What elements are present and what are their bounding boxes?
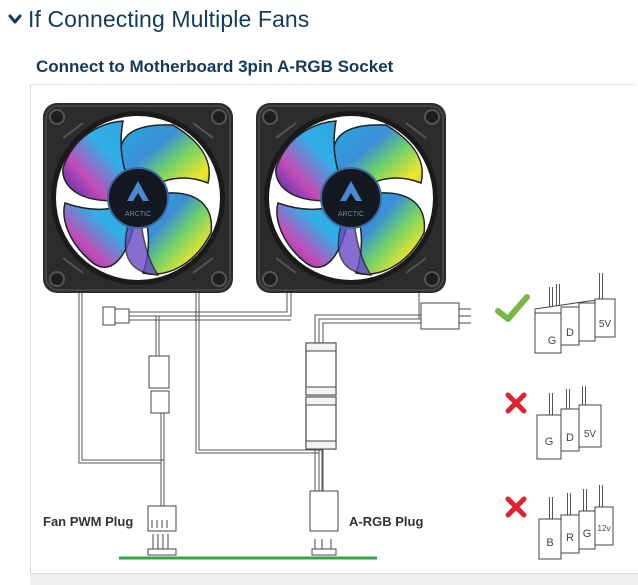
fan-right: ARCTIC xyxy=(255,102,447,294)
fan-left: ARCTIC xyxy=(42,102,234,294)
cross-icon xyxy=(505,392,527,414)
cables xyxy=(78,293,421,506)
pin-label: G xyxy=(583,528,592,540)
scroll-footer xyxy=(30,573,638,585)
fan-pwm-plug-label: Fan PWM Plug xyxy=(43,514,133,529)
fan-pwm-plug xyxy=(147,505,177,556)
chevron-down-icon xyxy=(8,14,22,24)
argb-splice xyxy=(305,342,337,450)
fan-brand-text: ARCTIC xyxy=(338,211,364,218)
socket-correct: G D 5V xyxy=(495,273,616,354)
pin-label: 12v xyxy=(598,524,611,533)
socket-incorrect-1: G D 5V xyxy=(505,386,602,460)
section-title: If Connecting Multiple Fans xyxy=(28,5,310,32)
argb-plug-label: A-RGB Plug xyxy=(349,514,423,529)
pwm-connector-end xyxy=(102,306,130,326)
wiring-diagram: ARCTIC ARCTIC xyxy=(30,84,635,575)
cross-icon xyxy=(505,496,527,518)
section-toggle[interactable]: If Connecting Multiple Fans xyxy=(8,4,309,34)
pin-label: G xyxy=(548,335,557,347)
pin-label: B xyxy=(546,537,553,549)
pin-label: D xyxy=(566,327,574,339)
pin-label: 5V xyxy=(584,429,597,440)
pin-label: G xyxy=(545,436,554,448)
argb-output-connector xyxy=(420,302,471,330)
pin-label: 5V xyxy=(599,319,612,330)
diagram-subtitle: Connect to Motherboard 3pin A-RGB Socket xyxy=(36,57,394,76)
pin-label: D xyxy=(566,432,574,444)
checkmark-icon xyxy=(495,294,530,322)
socket-incorrect-2: B R G 12v xyxy=(505,485,614,560)
pin-label: R xyxy=(566,532,574,544)
pwm-splice xyxy=(148,355,170,414)
argb-plug xyxy=(309,490,339,556)
fan-brand-text: ARCTIC xyxy=(125,211,151,218)
